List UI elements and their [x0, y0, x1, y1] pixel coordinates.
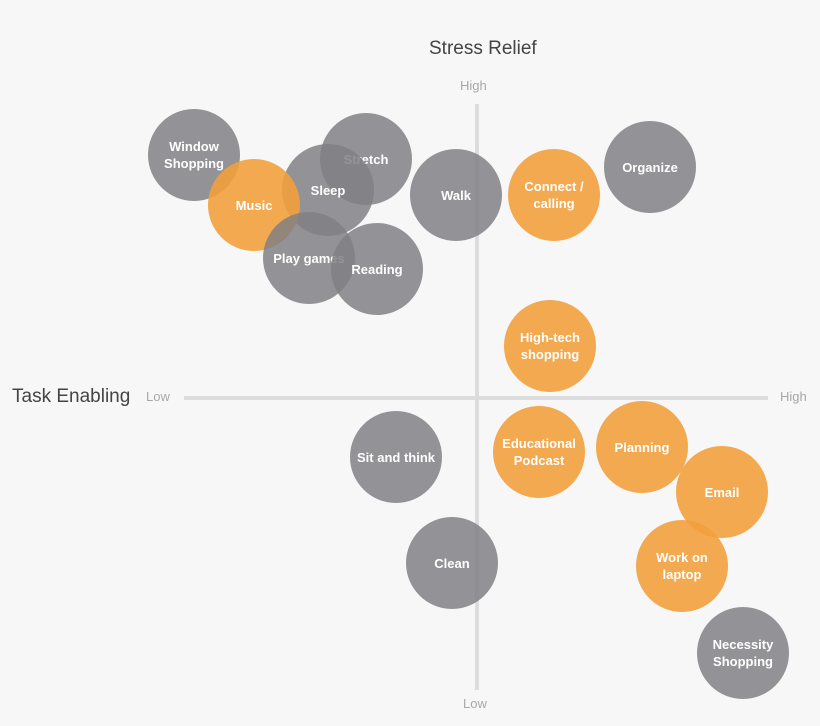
y-axis-high-tick: High [460, 78, 487, 93]
horizontal-axis-title: Task Enabling [12, 386, 131, 407]
bubble-walk: Walk [410, 149, 502, 241]
x-axis-low-tick: Low [146, 389, 170, 404]
bubble-connect-calling: Connect / calling [508, 149, 600, 241]
bubble-reading: Reading [331, 223, 423, 315]
y-axis-low-tick: Low [463, 696, 487, 711]
bubble-clean: Clean [406, 517, 498, 609]
bubble-organize: Organize [604, 121, 696, 213]
bubble-work-on-laptop: Work on laptop [636, 520, 728, 612]
bubble-planning: Planning [596, 401, 688, 493]
bubble-sit-and-think: Sit and think [350, 411, 442, 503]
bubble-necessity-shopping: Necessity Shopping [697, 607, 789, 699]
bubble-high-tech-shopping: High-tech shopping [504, 300, 596, 392]
vertical-axis-title: Stress Relief [429, 38, 537, 59]
bubble-educational-podcast: Educational Podcast [493, 406, 585, 498]
x-axis-high-tick: High [780, 389, 807, 404]
horizontal-axis-line [184, 396, 768, 400]
